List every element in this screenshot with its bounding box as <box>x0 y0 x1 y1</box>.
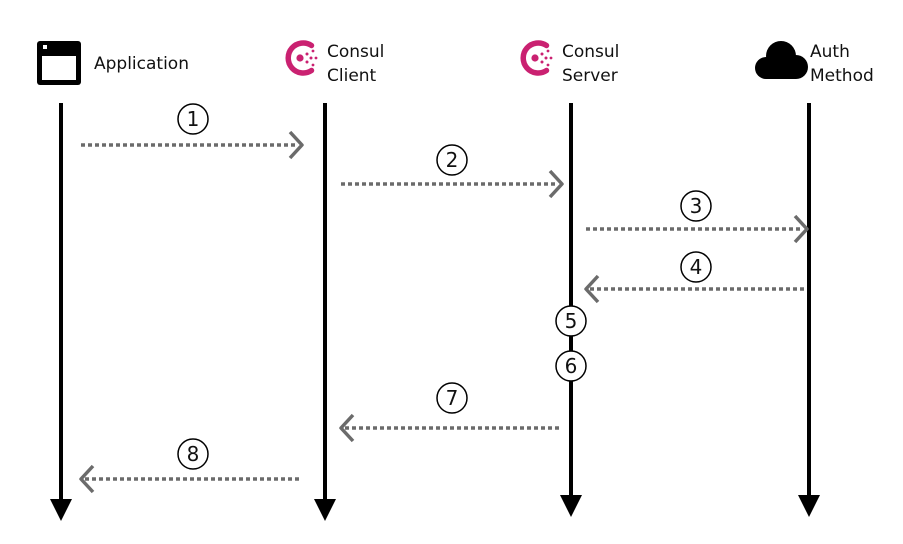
message-step-4: 4 <box>584 251 806 304</box>
actor-consul-server: Consul Server <box>520 40 619 86</box>
actor-consul-client: Consul Client <box>285 40 384 86</box>
actor-label-auth-method-line2: Method <box>810 66 874 86</box>
step-number-4: 4 <box>690 255 703 279</box>
step-badge <box>436 382 468 414</box>
arrow-right-icon <box>548 169 564 199</box>
lifeline-arrowhead <box>50 499 72 521</box>
arrow-left-icon <box>79 464 95 494</box>
actor-label-application: Application <box>94 54 189 74</box>
actor-label-auth-method-line1: Auth <box>810 42 850 62</box>
message-step-7: 7 <box>339 382 561 443</box>
step-number-8: 8 <box>187 442 200 466</box>
cloud-icon <box>755 41 808 79</box>
actor-label-consul-client-line1: Consul <box>327 42 384 62</box>
step-badge <box>680 251 712 283</box>
consul-logo-icon <box>285 40 318 76</box>
lifeline-auth-method <box>798 103 820 517</box>
step-badge <box>555 305 587 337</box>
step-badge <box>177 103 209 135</box>
step-number-3: 3 <box>690 194 703 218</box>
step-number-5: 5 <box>565 309 578 333</box>
application-window-icon <box>37 41 81 85</box>
step-badge <box>680 190 712 222</box>
lifeline-consul-client <box>314 103 336 521</box>
message-step-2: 2 <box>341 144 564 199</box>
step-badge <box>177 438 209 470</box>
actor-application: Application <box>37 41 189 85</box>
step-number-7: 7 <box>446 386 459 410</box>
lifeline-application <box>50 103 72 521</box>
actor-label-consul-server-line1: Consul <box>562 42 619 62</box>
internal-step-5: 5 <box>555 305 587 337</box>
step-badge <box>555 350 587 382</box>
arrow-left-icon <box>339 413 355 443</box>
actor-label-consul-server-line2: Server <box>562 66 618 86</box>
lifeline-arrowhead <box>560 495 582 517</box>
arrow-right-icon <box>288 130 304 160</box>
message-step-1: 1 <box>81 103 304 160</box>
lifeline-consul-server <box>560 103 582 517</box>
lifeline-arrowhead <box>314 499 336 521</box>
arrow-right-icon <box>793 214 809 244</box>
step-number-1: 1 <box>187 107 200 131</box>
step-number-6: 6 <box>565 354 578 378</box>
consul-logo-icon <box>520 40 553 76</box>
lifeline-arrowhead <box>798 495 820 517</box>
message-step-3: 3 <box>586 190 809 244</box>
internal-step-6: 6 <box>555 350 587 382</box>
message-step-8: 8 <box>79 438 301 494</box>
step-badge <box>436 144 468 176</box>
actor-auth-method: Auth Method <box>755 41 874 86</box>
step-number-2: 2 <box>446 148 459 172</box>
actor-label-consul-client-line2: Client <box>327 66 377 86</box>
arrow-left-icon <box>584 274 600 304</box>
